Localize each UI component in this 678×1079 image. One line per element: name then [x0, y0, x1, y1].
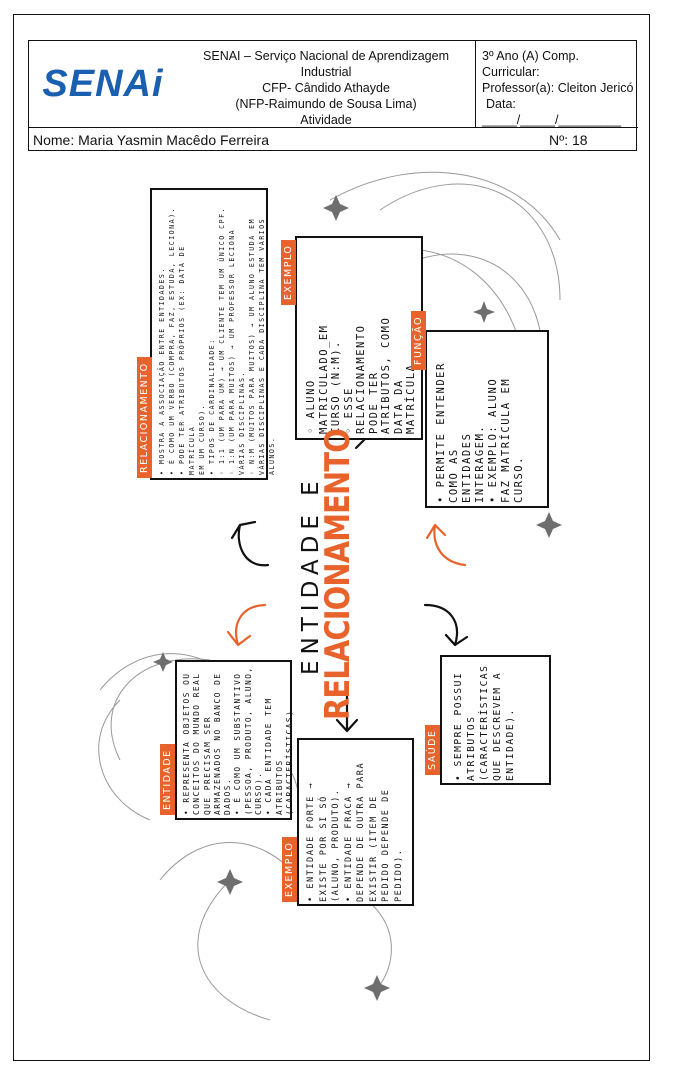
exemplo-bottom-box: • ENTIDADE FORTE → EXISTE POR SI SÓ (ALU… — [297, 738, 414, 906]
relacionamento-box: • MOSTRA A ASSOCIAÇÃO ENTRE ENTIDADES. •… — [150, 188, 276, 480]
class-info: 3º Ano (A) Comp. Curricular: Professor(a… — [475, 41, 638, 127]
exemplo-top-tag: EXEMPLO — [281, 239, 296, 305]
school-line-1: SENAI – Serviço Nacional de Aprendizagem… — [203, 49, 449, 79]
school-line-3: (NFP-Raimundo de Sousa Lima) — [235, 97, 417, 111]
school-line-2: CFP- Cândido Athayde — [262, 81, 390, 95]
page-frame — [13, 14, 650, 1061]
exemplo-bottom-text: • ENTIDADE FORTE → EXISTE POR SI SÓ (ALU… — [306, 761, 404, 902]
entidade-tag: ENTIDADE — [160, 744, 175, 815]
straight-arrow-icon — [335, 688, 359, 733]
class-label: 3º Ano (A) Comp. Curricular: — [482, 49, 579, 79]
exemplo-bottom-tag: EXEMPLO — [282, 836, 297, 902]
curved-arrow-icon — [226, 603, 267, 647]
sparkle-star-icon — [217, 869, 243, 895]
relacionamento-tag: RELACIONAMENTO — [137, 357, 152, 478]
sparkle-star-icon — [536, 512, 562, 538]
funcao-tag: FUNÇÃO — [411, 311, 426, 370]
logo-text: SENAi — [42, 62, 164, 105]
saude-text: • SEMPRE POSSUI ATRIBUTOS (CARACTERÍSTIC… — [453, 664, 516, 781]
curved-arrow-icon — [423, 603, 469, 647]
funcao-text: • PERMITE ENTENDER COMO AS ENTIDADES INT… — [435, 362, 525, 503]
senai-logo: SENAi — [29, 41, 177, 127]
sparkle-star-icon — [364, 975, 390, 1001]
title-line-2: RELACIONAMENTO — [318, 429, 358, 720]
date-label: Data: — [486, 97, 516, 111]
sparkle-star-icon — [153, 652, 173, 672]
saude-box: • SEMPRE POSSUI ATRIBUTOS (CARACTERÍSTIC… — [440, 655, 551, 785]
school-info: SENAI – Serviço Nacional de Aprendizagem… — [177, 41, 475, 127]
exemplo-top-text: ◦ ALUNO MATRICULADO_EM CURSO (N:M). ◦ ES… — [305, 316, 417, 434]
relacionamento-text: • MOSTRA A ASSOCIAÇÃO ENTRE ENTIDADES. •… — [158, 206, 276, 475]
sparkle-star-icon — [473, 301, 495, 323]
header-table: SENAi SENAI – Serviço Nacional de Aprend… — [28, 40, 638, 153]
school-line-4: Atividade — [300, 113, 352, 127]
date-blank: _____/_____/_________ — [482, 113, 622, 127]
exemplo-top-box: ◦ ALUNO MATRICULADO_EM CURSO (N:M). ◦ ES… — [295, 236, 423, 440]
curved-arrow-icon — [230, 520, 270, 567]
student-name: Nome: Maria Yasmin Macêdo Ferreira — [33, 132, 270, 148]
saude-tag: SAÚDE — [425, 724, 440, 775]
teacher-label: Professor(a): Cleiton Jericó — [482, 81, 634, 95]
curved-arrow-icon — [425, 523, 467, 567]
sparkle-star-icon — [323, 195, 349, 221]
entidade-box: • REPRESENTA OBJETOS OU CONCEITOS DO MUN… — [175, 660, 294, 820]
funcao-box: • PERMITE ENTENDER COMO AS ENTIDADES INT… — [425, 330, 549, 508]
name-row: Nome: Maria Yasmin Macêdo Ferreira Nº: 1… — [29, 127, 638, 153]
student-number: Nº: 18 — [549, 132, 588, 148]
entidade-text: • REPRESENTA OBJETOS OU CONCEITOS DO MUN… — [182, 666, 294, 815]
